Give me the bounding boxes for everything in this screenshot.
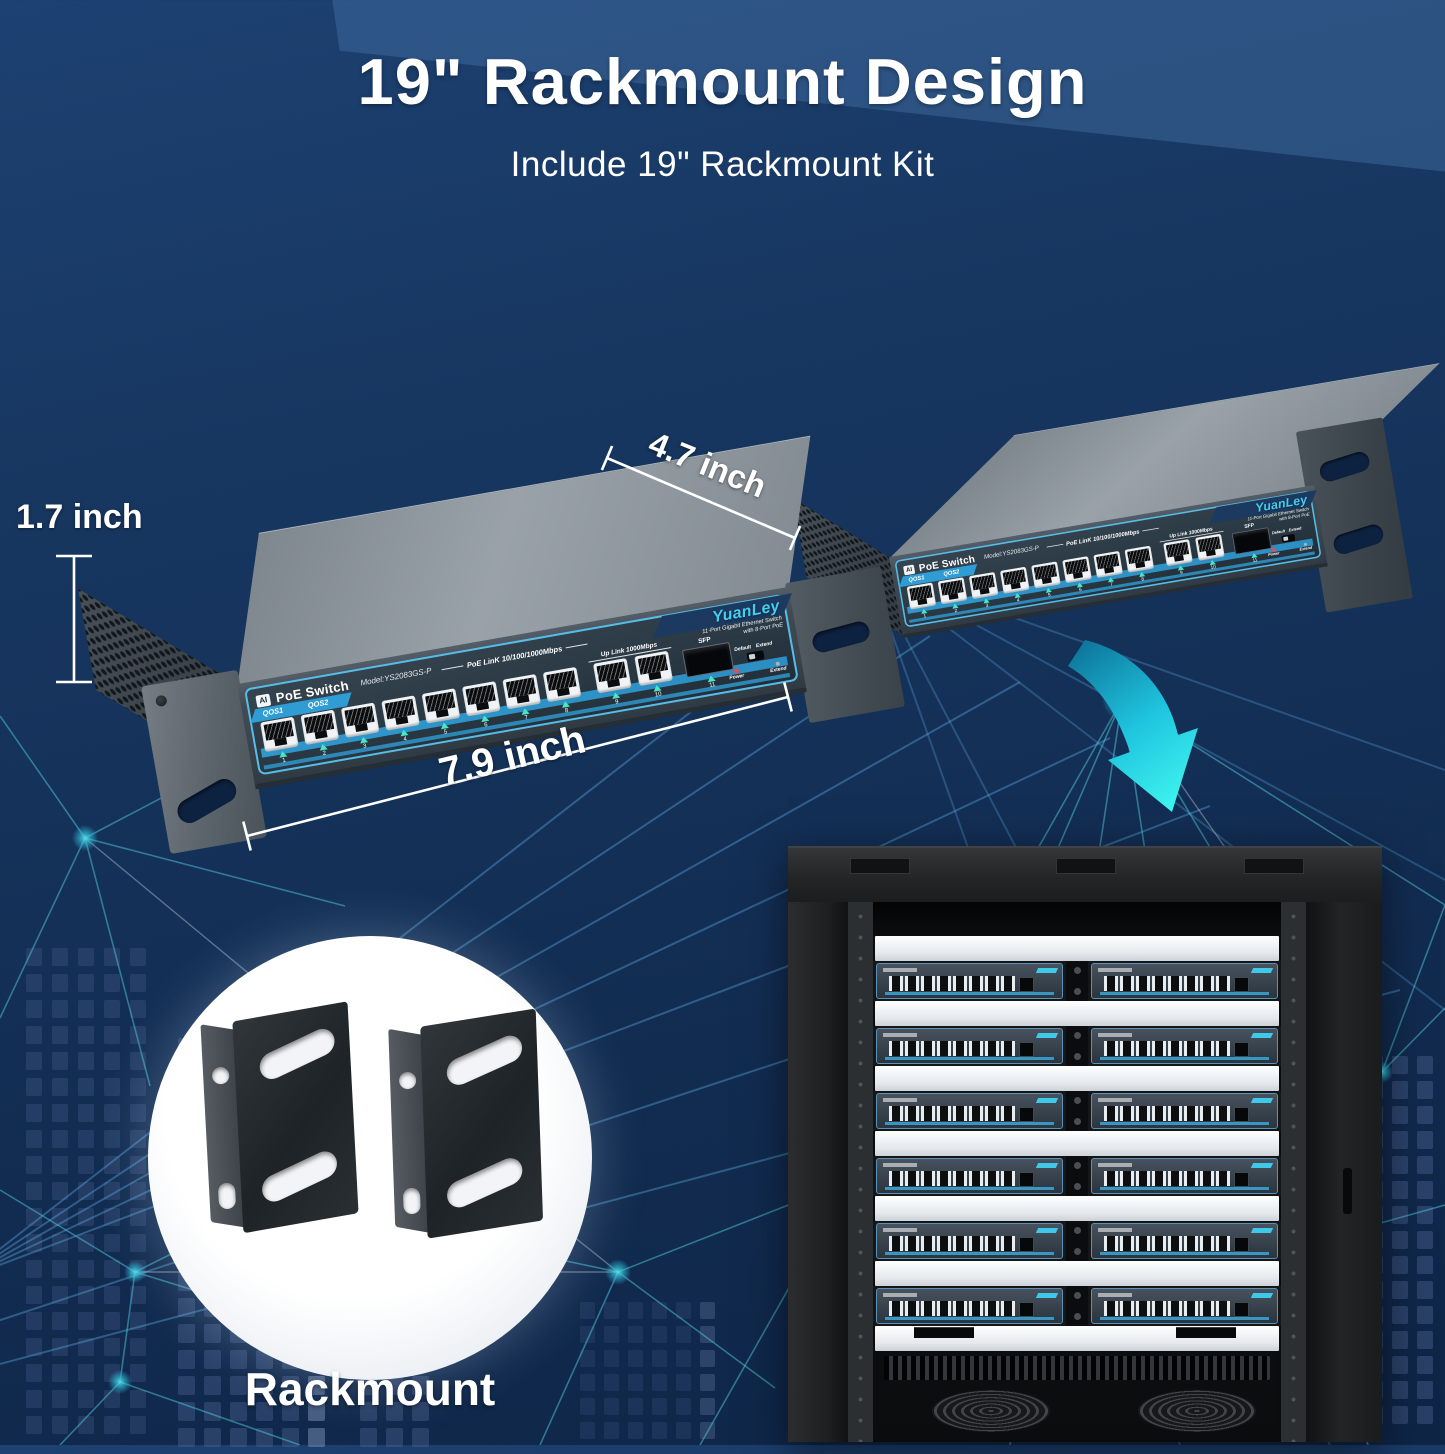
rack-mounted-switch	[1091, 1158, 1278, 1194]
model-number: Model:YS2083GS-P	[983, 544, 1040, 561]
rack-right-wall	[1306, 902, 1382, 1442]
rack-mounted-switch	[1091, 1093, 1278, 1129]
rack-mounted-switch	[876, 1288, 1063, 1324]
rj45-port: 8	[541, 666, 586, 717]
rack-vent-strip	[884, 1356, 1270, 1380]
rack-row	[873, 1091, 1281, 1131]
sfp-port-number: 11	[1252, 558, 1258, 564]
rack-mounted-switch	[1091, 1223, 1278, 1259]
rackmount-label: Rackmount	[244, 1363, 496, 1415]
rj45-port: 7	[500, 673, 545, 725]
rack-top-frame	[788, 846, 1382, 902]
rj45-port: 6	[1061, 556, 1096, 595]
bracket-slot	[256, 1024, 339, 1084]
rack-door-handle	[1343, 1168, 1352, 1214]
rj45-port: 1	[905, 582, 940, 621]
rack-mounted-switch	[876, 1028, 1063, 1064]
bracket-slot	[258, 1146, 341, 1207]
fan-grille	[932, 1390, 1050, 1432]
power-led: Power	[728, 668, 745, 681]
rack-row	[873, 1286, 1281, 1326]
blank-panel	[875, 936, 1279, 961]
blank-panel	[875, 1001, 1279, 1026]
rackmount-bracket	[388, 1008, 548, 1252]
rack-row	[873, 1026, 1281, 1066]
rj45-port: 3	[967, 571, 1002, 611]
blank-panel	[875, 1066, 1279, 1091]
rj45-port: 1	[258, 716, 303, 767]
bracket-slot	[443, 1153, 526, 1212]
extend-led: Extend	[769, 660, 787, 674]
dip-switch	[745, 650, 765, 663]
rj45-port: 2	[298, 709, 343, 760]
rj45-port: 2	[936, 577, 971, 616]
rack-rail	[848, 902, 873, 1442]
extend-led: Extend	[1299, 542, 1313, 552]
rack-mounted-switch	[876, 1223, 1063, 1259]
rack-rail	[1281, 902, 1306, 1442]
rack-latch	[914, 1327, 974, 1338]
rj45-port: 8	[1123, 545, 1158, 584]
sfp-port-number: 11	[708, 681, 717, 689]
rack-row	[873, 1156, 1281, 1196]
rackmount-kit-circle	[148, 936, 592, 1380]
dip-switch	[1280, 533, 1296, 543]
rj45-port: 4	[379, 695, 424, 746]
rack-interior	[848, 902, 1306, 1442]
rj45-port: 6	[460, 681, 505, 732]
rj45-port: 10	[632, 650, 677, 701]
rack-cabinet	[788, 846, 1382, 1442]
rj45-port: 10	[1194, 533, 1229, 572]
rack-row	[873, 1221, 1281, 1261]
blank-panel	[875, 1261, 1279, 1286]
rack-mounted-switch	[876, 1093, 1063, 1129]
rj45-port: 7	[1092, 550, 1127, 590]
ai-badge: AI	[255, 693, 272, 708]
rack-mounted-switch	[1091, 1028, 1278, 1064]
rack-rows	[873, 936, 1281, 1351]
rj45-port: 5	[420, 688, 465, 739]
rj45-port: 4	[998, 566, 1033, 605]
rackmount-bracket	[200, 1001, 364, 1248]
bracket-hole	[217, 1182, 237, 1210]
blank-panel	[875, 1131, 1279, 1156]
power-led: Power	[1267, 547, 1280, 558]
page-title: 19" Rackmount Design	[357, 45, 1088, 118]
rack-mounted-switch	[1091, 963, 1278, 999]
ai-badge: AI	[903, 564, 916, 576]
rack-mounted-switch	[876, 1158, 1063, 1194]
blank-panel	[875, 1196, 1279, 1221]
rj45-port: 3	[339, 702, 384, 753]
height-dimension-label: 1.7 inch	[16, 498, 143, 536]
bracket-face	[420, 1008, 544, 1239]
rack-latch	[1176, 1327, 1236, 1338]
bracket-slot	[443, 1031, 526, 1090]
rack-row	[873, 961, 1281, 1001]
fan-grille	[1138, 1390, 1256, 1432]
model-number: Model:YS2083GS-P	[359, 666, 433, 688]
dip-extend-label: Extend	[1288, 526, 1302, 534]
rack-left-wall	[788, 902, 848, 1442]
rj45-port: 9	[591, 657, 636, 709]
rj45-port: 5	[1030, 561, 1065, 600]
rj45-port: 9	[1162, 539, 1197, 578]
bracket-face	[232, 1001, 359, 1234]
rack-mounted-switch	[1091, 1288, 1278, 1324]
bracket-hole	[402, 1187, 421, 1215]
rack-mounted-switch	[876, 963, 1063, 999]
dip-extend-label: Extend	[755, 640, 773, 650]
page-subtitle: Include 19" Rackmount Kit	[510, 145, 935, 184]
